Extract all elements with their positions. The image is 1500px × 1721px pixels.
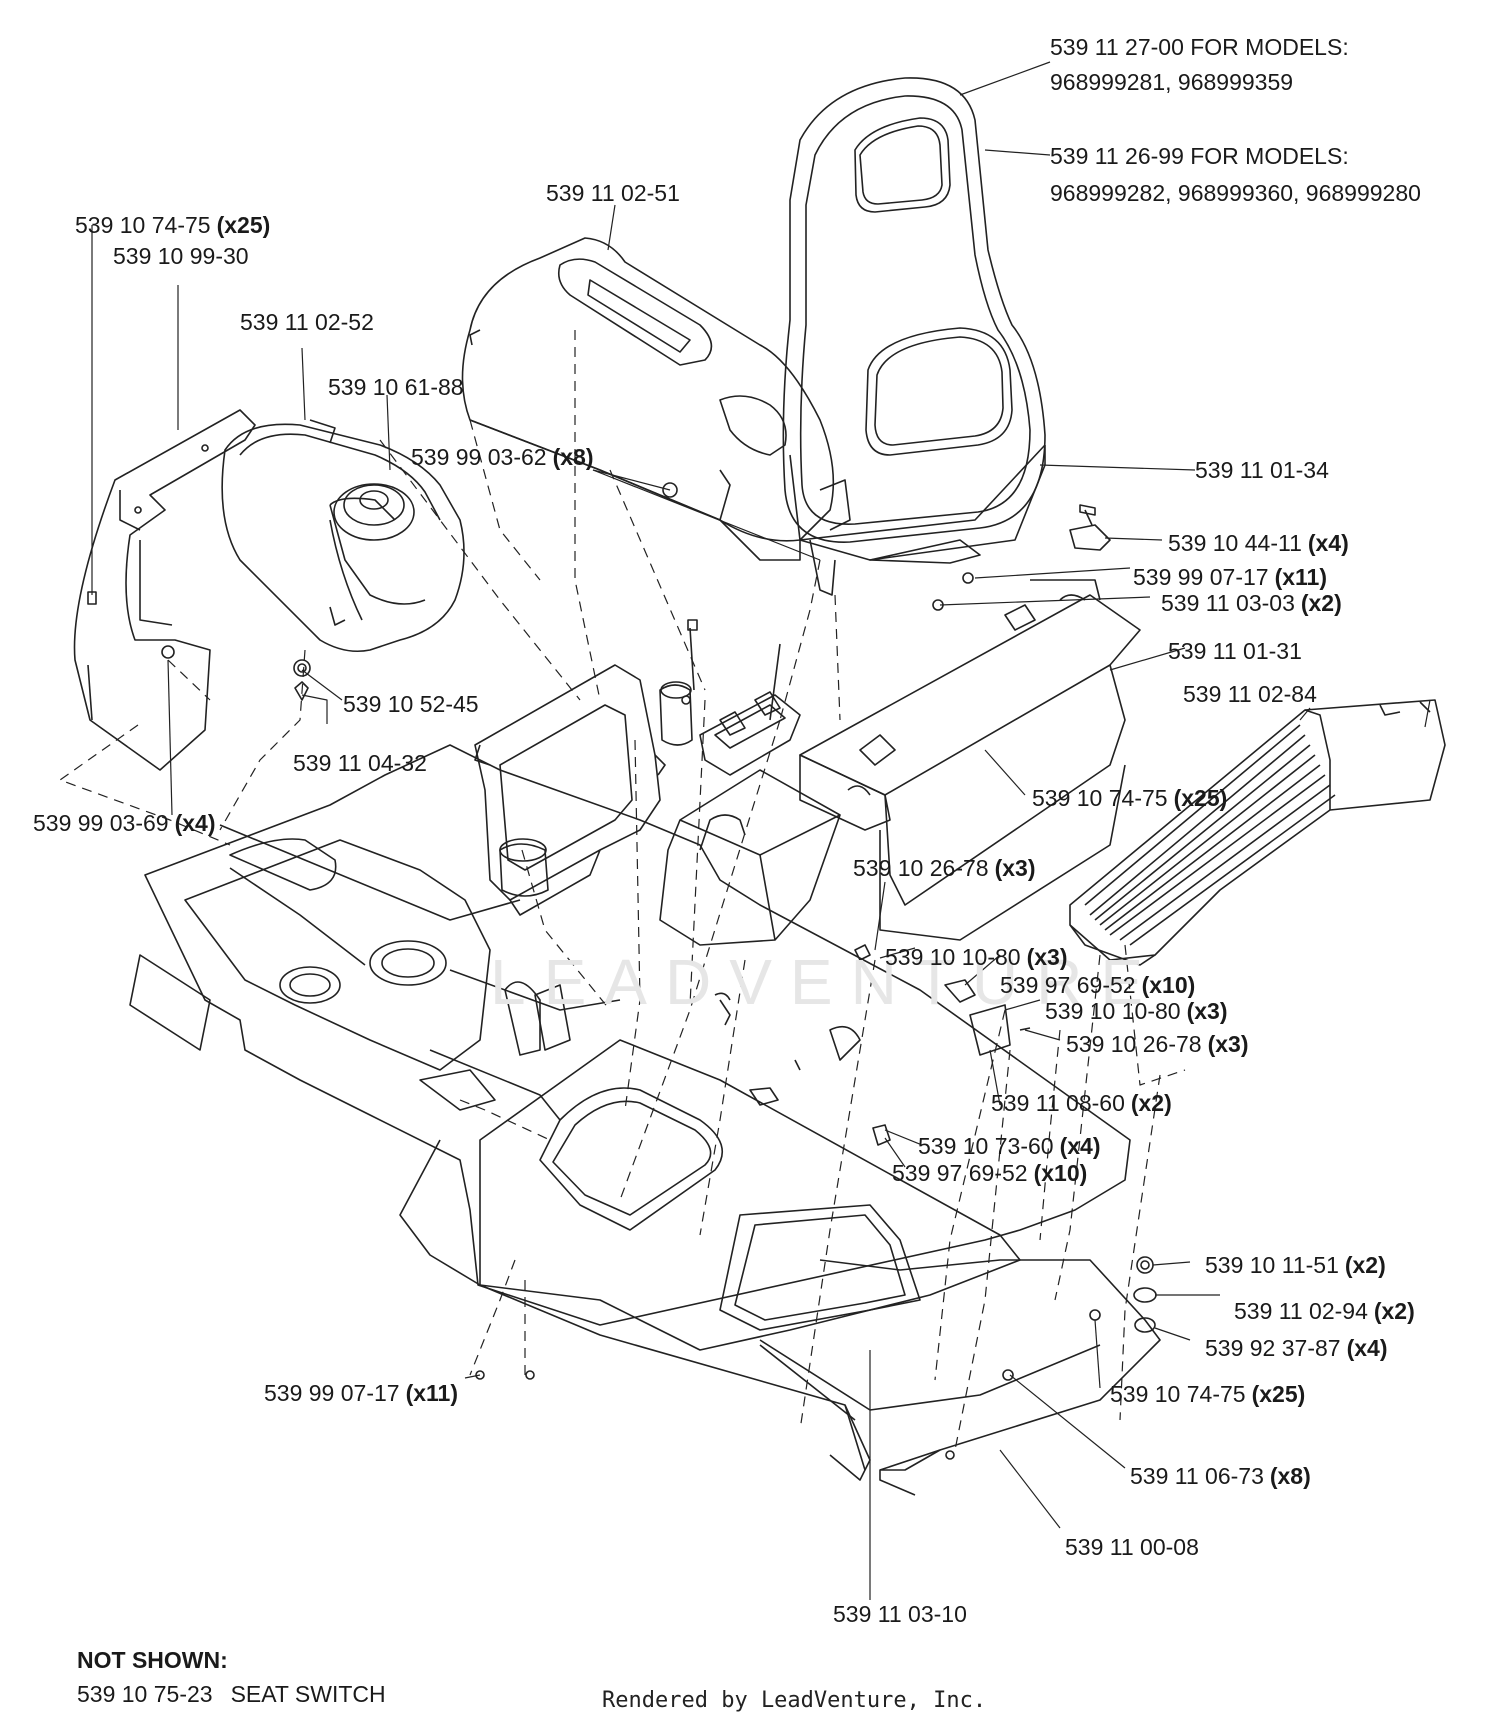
callout-label: 539 11 01-31 (1168, 638, 1302, 664)
not-shown-part: 539 10 75-23 (77, 1681, 213, 1707)
callout-label: 539 10 26-78(x3) (1066, 1031, 1249, 1057)
callout-label: 539 10 52-45 (343, 691, 479, 717)
callout-label: 539 11 03-03(x2) (1161, 590, 1342, 616)
seat-illustration (782, 77, 1046, 564)
fuel-tank-illustration (221, 419, 465, 653)
callout-label: 539 11 02-94(x2) (1234, 1298, 1415, 1324)
callout-label: 539 10 44-11(x4) (1168, 530, 1349, 556)
main-deck-illustration (129, 744, 1131, 1326)
callout-label: 968999281, 968999359 (1050, 69, 1294, 95)
battery-box-illustration (659, 769, 841, 946)
callout-label: 539 10 73-60(x4) (918, 1133, 1101, 1159)
callout-label: 539 10 74-75(x25) (75, 212, 271, 238)
callout-label: 539 11 04-32 (293, 750, 427, 776)
callout-label: 539 11 26-99 FOR MODELS: (1050, 143, 1349, 169)
callout-label: 539 11 06-73(x8) (1130, 1463, 1311, 1489)
callout-label: 539 11 27-00 FOR MODELS: (1050, 34, 1349, 60)
callout-label: 539 11 03-10 (833, 1601, 967, 1627)
callout-label: 539 11 02-84 (1183, 681, 1317, 707)
not-shown-description: SEAT SWITCH (230, 1681, 386, 1707)
callout-label: 539 10 10-80(x3) (885, 944, 1068, 970)
callout-label: 539 99 07-17(x11) (264, 1380, 459, 1406)
console-cover-illustration (461, 237, 851, 596)
callout-label: 539 99 03-69(x4) (33, 810, 216, 836)
callout-label: 539 99 07-17(x11) (1133, 564, 1328, 590)
dashed-lines (59, 330, 1186, 1451)
callout-label: 539 11 00-08 (1065, 1534, 1199, 1560)
callout-label: 539 11 02-52 (240, 309, 374, 335)
callout-label: 539 97 69-52(x10) (1000, 972, 1196, 998)
callout-label: 539 97 69-52(x10) (892, 1160, 1088, 1186)
callout-label: 539 11 02-51 (546, 180, 680, 206)
callout-label: 539 10 26-78(x3) (853, 855, 1036, 881)
render-credit: Rendered by LeadVenture, Inc. (602, 1688, 987, 1713)
foot-pad-illustration (1069, 699, 1446, 966)
not-shown-item: 539 10 75-23 SEAT SWITCH (77, 1681, 386, 1708)
callout-label: 539 10 99-30 (113, 243, 249, 269)
watermark: LEADVENTURE (490, 946, 1161, 1018)
callout-label: 539 10 11-51(x2) (1205, 1252, 1386, 1278)
callout-label: 539 10 74-75(x25) (1032, 785, 1228, 811)
leader-lines (91, 61, 1431, 1600)
callout-label: 539 10 10-80(x3) (1045, 998, 1228, 1024)
not-shown-heading: NOT SHOWN: (77, 1647, 228, 1673)
callout-label: 539 10 61-88 (328, 374, 464, 400)
center-deck-illustration (399, 1039, 1161, 1496)
callout-label: 539 99 03-62(x8) (411, 444, 594, 470)
switch-assembly-illustration (699, 691, 801, 776)
hardware-illustration (87, 482, 1157, 1460)
callout-label: 539 11 08-60(x2) (991, 1090, 1172, 1116)
callout-label: 539 92 37-87(x4) (1205, 1335, 1388, 1361)
callout-label: 539 11 01-34 (1195, 457, 1329, 483)
mid-bracket-illustration (474, 664, 666, 916)
callout-label: 968999282, 968999360, 968999280 (1050, 180, 1421, 206)
left-bracket-illustration (73, 409, 256, 771)
callout-label: 539 10 74-75(x25) (1110, 1381, 1306, 1407)
seat-pan-illustration (799, 579, 1141, 941)
